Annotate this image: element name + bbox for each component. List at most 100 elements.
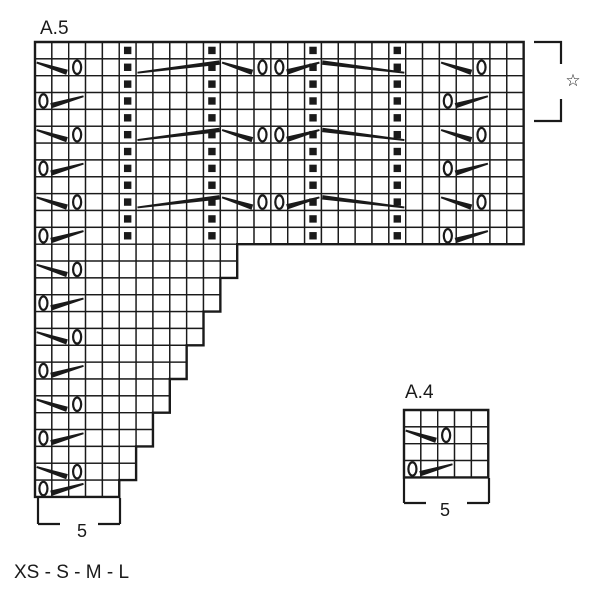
chart-cell bbox=[152, 192, 171, 212]
chart-cell bbox=[421, 142, 441, 161]
chart-cell bbox=[34, 243, 53, 262]
chart-cell bbox=[421, 108, 441, 127]
purl-stitch-symbol bbox=[309, 46, 317, 55]
chart-cell bbox=[403, 443, 422, 462]
chart-cell bbox=[84, 428, 104, 448]
footer: XS - S - M - L bbox=[14, 562, 129, 583]
chart-cell bbox=[506, 41, 525, 60]
chart-cell bbox=[152, 108, 171, 127]
chart-cell bbox=[101, 142, 120, 161]
chart-cell bbox=[34, 209, 53, 229]
chart-cell bbox=[101, 58, 120, 77]
chart-cell bbox=[270, 91, 289, 111]
chart-cell bbox=[51, 108, 70, 127]
chart-cell bbox=[455, 209, 474, 229]
chart-cell bbox=[169, 209, 188, 229]
chart-cell bbox=[51, 378, 70, 397]
chart-cell bbox=[101, 310, 120, 330]
chart-a4-repeat-count-label: 5 bbox=[440, 500, 450, 520]
chart-cell bbox=[84, 91, 104, 111]
chart-cell bbox=[84, 395, 104, 414]
yarn-over-symbol bbox=[476, 59, 487, 76]
decrease-left-symbol bbox=[221, 196, 254, 210]
chart-cell bbox=[169, 310, 188, 330]
chart-cell bbox=[371, 176, 390, 195]
chart-cell bbox=[219, 108, 238, 127]
decrease-right-symbol bbox=[50, 95, 84, 109]
chart-cell bbox=[405, 209, 424, 229]
make-one-line-symbol bbox=[322, 127, 405, 141]
chart-cell bbox=[152, 277, 171, 296]
chart-cell bbox=[152, 159, 171, 178]
chart-cell bbox=[371, 159, 390, 178]
chart-cell bbox=[287, 108, 306, 127]
chart-cell bbox=[84, 260, 104, 279]
chart-cell bbox=[489, 209, 508, 229]
chart-cell bbox=[67, 74, 87, 94]
chart-cell bbox=[152, 378, 171, 397]
chart-cell bbox=[253, 176, 272, 195]
chart-cell bbox=[236, 159, 255, 178]
chart-title-a4: A.4 bbox=[405, 382, 434, 403]
chart-cell bbox=[354, 74, 373, 94]
yarn-over-symbol bbox=[274, 126, 285, 143]
purl-stitch-symbol bbox=[309, 114, 317, 122]
decrease-left-symbol bbox=[36, 129, 68, 143]
purl-stitch-symbol bbox=[123, 46, 132, 55]
purl-stitch-symbol bbox=[393, 46, 401, 55]
chart-cell bbox=[51, 445, 70, 464]
purl-stitch-symbol bbox=[208, 164, 216, 173]
yarn-over-symbol bbox=[476, 194, 487, 210]
purl-stitch-symbol bbox=[309, 181, 317, 189]
chart-cell bbox=[152, 58, 171, 77]
chart-cell bbox=[270, 226, 289, 245]
chart-cell bbox=[421, 74, 441, 94]
chart-cell bbox=[185, 108, 205, 127]
repeat-side-bracket bbox=[534, 40, 563, 123]
chart-cell bbox=[101, 327, 120, 347]
chart-cell bbox=[421, 226, 441, 245]
chart-cell bbox=[152, 395, 171, 414]
chart-cell bbox=[185, 277, 205, 296]
chart-cell bbox=[135, 243, 154, 262]
chart-cell bbox=[67, 310, 87, 330]
chart-cell bbox=[354, 209, 373, 229]
chart-cell bbox=[421, 58, 441, 77]
chart-cell bbox=[489, 125, 508, 144]
chart-cell bbox=[453, 443, 473, 462]
chart-cell bbox=[354, 226, 373, 245]
chart-cell bbox=[101, 294, 120, 313]
chart-cell bbox=[135, 277, 154, 296]
purl-stitch-symbol bbox=[123, 181, 132, 189]
chart-cell bbox=[506, 226, 525, 245]
chart-cell bbox=[270, 159, 289, 178]
yarn-over-symbol bbox=[71, 396, 83, 413]
chart-cell bbox=[371, 41, 390, 60]
chart-cell bbox=[405, 226, 424, 245]
chart-cell bbox=[152, 74, 171, 94]
chart-cell bbox=[67, 412, 87, 431]
make-one-line-symbol bbox=[322, 60, 405, 74]
decrease-right-symbol bbox=[50, 364, 84, 378]
purl-stitch-symbol bbox=[393, 97, 401, 105]
chart-cell bbox=[34, 277, 53, 296]
purl-stitch-symbol bbox=[393, 114, 401, 122]
chart-cell bbox=[135, 378, 154, 397]
chart-cell bbox=[371, 108, 390, 127]
chart-cell bbox=[236, 209, 255, 229]
make-one-line-symbol bbox=[137, 127, 220, 141]
decrease-right-symbol bbox=[50, 162, 84, 176]
chart-cell bbox=[169, 243, 188, 262]
chart-cell bbox=[84, 74, 104, 94]
chart-cell bbox=[51, 310, 70, 330]
chart-cell bbox=[34, 344, 53, 363]
chart-cell bbox=[84, 462, 104, 481]
chart-cell bbox=[453, 459, 473, 479]
chart-cell bbox=[152, 142, 171, 161]
chart-cell bbox=[472, 209, 491, 229]
chart-cell bbox=[152, 125, 171, 144]
chart-cell bbox=[34, 445, 53, 464]
chart-cell bbox=[84, 361, 104, 380]
chart-cell bbox=[253, 91, 272, 111]
chart-cell bbox=[253, 108, 272, 127]
